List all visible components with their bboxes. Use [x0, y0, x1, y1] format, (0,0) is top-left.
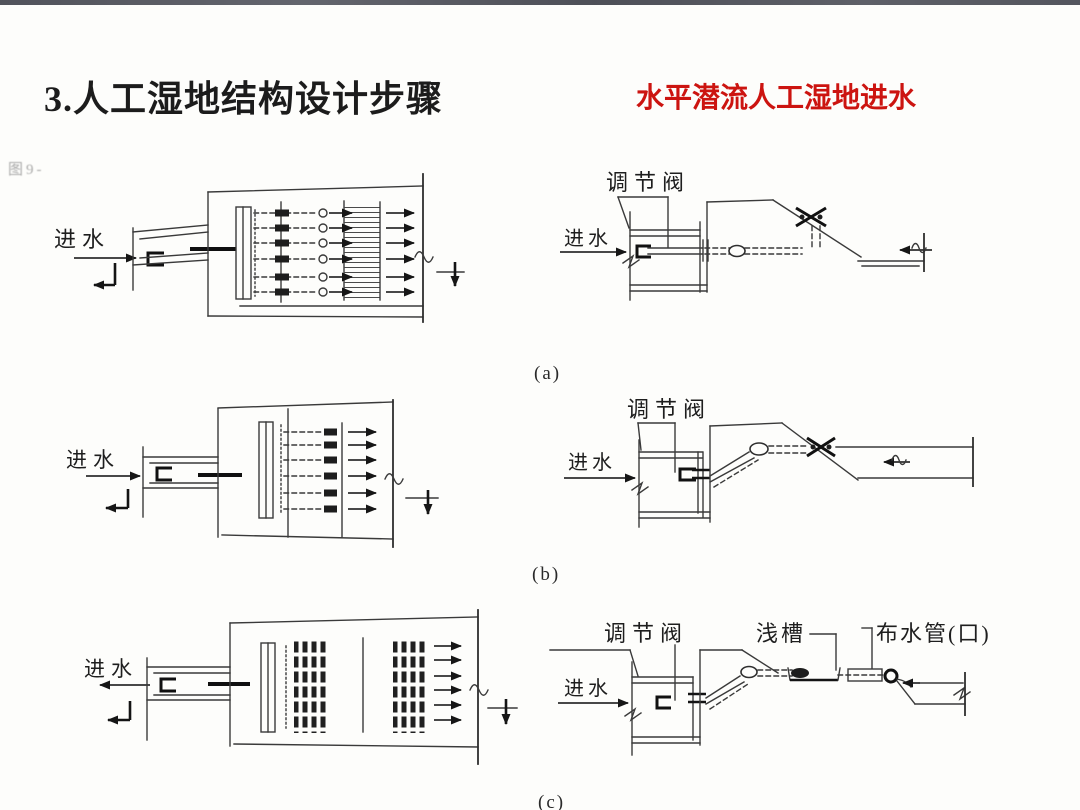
figure-plan-view-3: 进水 [84, 609, 518, 765]
wall-break-mark [631, 481, 649, 496]
inlet-pipe-run [688, 665, 793, 710]
distribution-pipe-label: 布水管(口) [876, 621, 991, 646]
break-mark [469, 684, 489, 696]
inlet-annotation: 进水 [84, 657, 176, 741]
swivel-joint [749, 442, 769, 456]
inlet-bracket [146, 251, 164, 267]
figure-caption: (b) [532, 564, 560, 585]
inlet-label: 进水 [568, 451, 616, 474]
scan-artifact-band [0, 0, 1080, 5]
inlet-annotation: 进水 [66, 446, 172, 518]
valve-label: 调节阀 [606, 170, 690, 195]
inlet-tank [638, 439, 711, 528]
inlet-tank [631, 661, 701, 756]
valve-leader [637, 422, 676, 473]
figure-section-c: 调节阀 浅槽 布水管(口) 进水 [538, 621, 991, 810]
inlet-label: 进水 [84, 657, 138, 681]
valve-leader [617, 196, 669, 248]
inlet-bracket [159, 677, 176, 693]
flow-arrows [434, 641, 462, 725]
break-mark [414, 251, 434, 263]
figure-caption: (a) [534, 363, 561, 384]
valve-symbol [728, 244, 746, 258]
gravel-comb-zone-1 [294, 640, 328, 733]
inlet-annotation: 进水 [54, 227, 164, 291]
leader-lines [549, 627, 873, 701]
figure-section-a: 调节阀 进水 [534, 170, 932, 384]
pipe-elbow [791, 668, 809, 678]
figure-plan-view-2: 进水 [66, 399, 439, 548]
inlet-bracket [635, 244, 651, 259]
figure-plan-view-1: 进水 [54, 173, 465, 323]
berm-and-bed [709, 422, 974, 523]
figure-section-b: 调节阀 进水 [532, 397, 974, 585]
outlet-flag [405, 490, 439, 515]
break-mark [953, 686, 971, 701]
inlet-annotation: 进水 [560, 227, 651, 269]
flow-arrows [348, 427, 377, 514]
outlet-flag [436, 262, 465, 287]
wetland-tank [207, 173, 424, 323]
inlet-channel [132, 224, 238, 266]
inlet-label: 进水 [564, 677, 612, 700]
berm-trough-distribution [699, 649, 971, 746]
inlet-annotation: 进水 [564, 451, 696, 496]
inlet-label: 进水 [54, 227, 110, 252]
break-mark [384, 473, 404, 485]
perforated-pipe-rows [283, 428, 337, 513]
datum-flag-left [105, 489, 130, 513]
valve-label: 调节阀 [604, 621, 688, 646]
valve-label: 调节阀 [627, 397, 711, 422]
crossing-valve-symbol [806, 436, 836, 458]
wetland-tank [217, 399, 394, 548]
crossing-valve-symbol [795, 206, 827, 228]
inlet-bracket [655, 695, 671, 710]
inlet-label: 进水 [564, 227, 612, 250]
corner-text-fragment: 图9- [8, 162, 45, 178]
inlet-bracket [678, 467, 696, 482]
trough-label: 浅槽 [756, 621, 806, 646]
wall-break-mark [624, 707, 642, 722]
break-mark [891, 454, 907, 466]
inlet-pipe-run [692, 442, 810, 488]
gravel-comb-zone-2 [393, 640, 428, 733]
inlet-annotation: 进水 [558, 677, 671, 722]
inlet-channel [142, 456, 242, 489]
inlet-bracket [155, 466, 172, 482]
page-subtitle: 水平潜流人工湿地进水 [636, 83, 917, 114]
swivel-joint [740, 665, 758, 679]
perforated-pipe-rows [253, 208, 353, 297]
page-title: 3.人工湿地结构设计步骤 [44, 79, 444, 119]
figure-caption: (c) [538, 792, 565, 810]
datum-flag-left [93, 263, 117, 290]
datum-flag-left [107, 701, 132, 725]
flow-arrows [386, 208, 415, 297]
screen-hatch-zone [344, 203, 380, 300]
outlet-flag [487, 699, 518, 725]
distribution-pipe-symbol [883, 668, 899, 684]
inlet-channel [146, 666, 250, 701]
wall-break-mark [622, 254, 640, 269]
wetland-tank [229, 609, 479, 765]
inlet-label: 进水 [66, 448, 120, 472]
inlet-tank [629, 211, 708, 301]
berm-and-trough [706, 199, 932, 293]
inlet-pipe-run [647, 225, 821, 262]
